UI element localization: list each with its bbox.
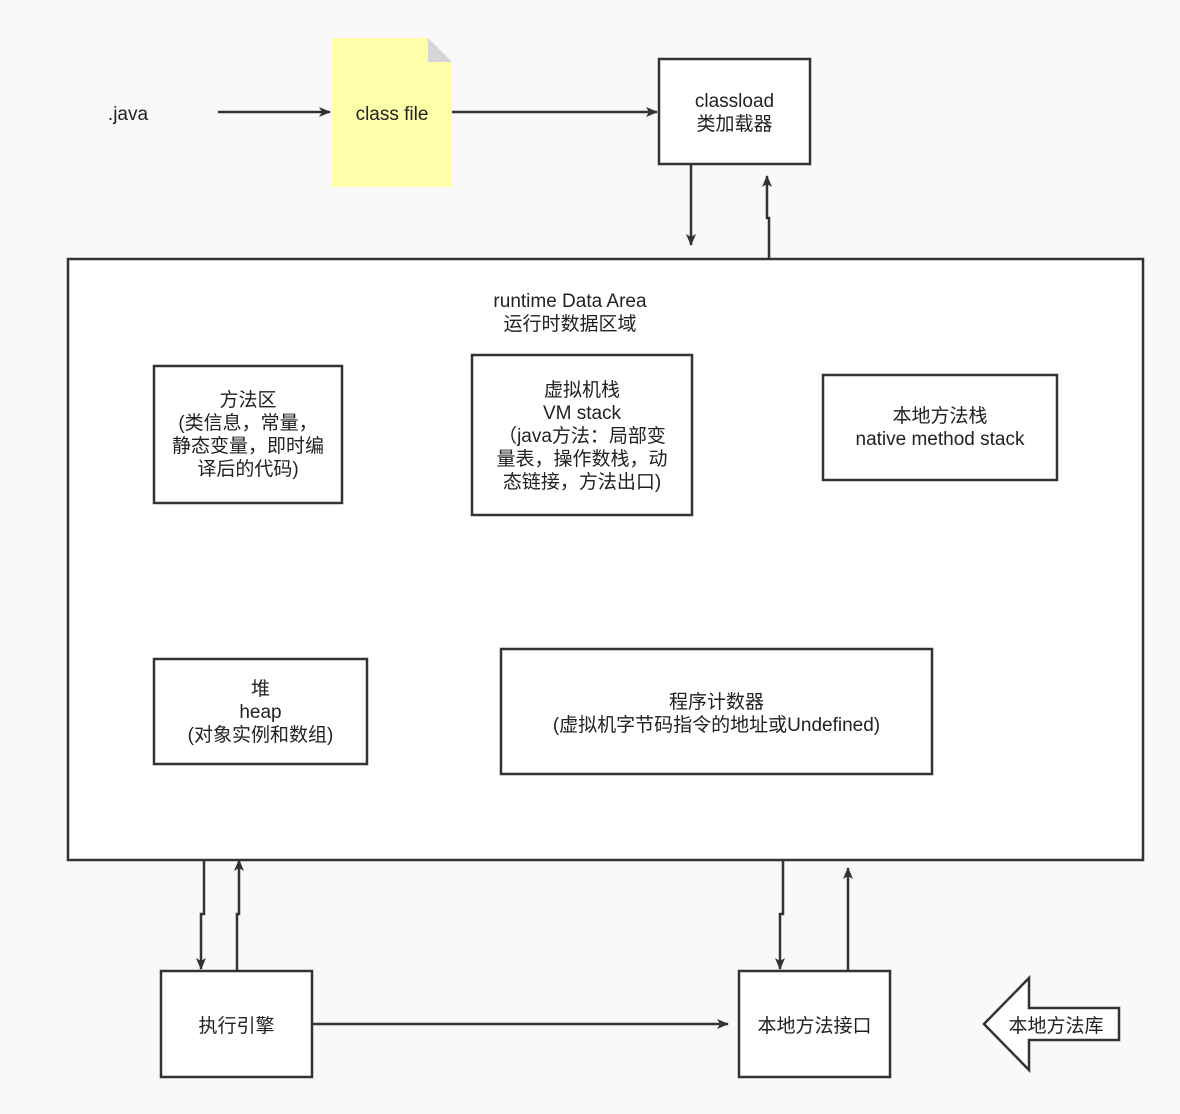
native-stack-line1: 本地方法栈 [892, 406, 988, 427]
execution-engine-text: 执行引擎 [198, 1015, 275, 1037]
pc-register-line1: 程序计数器 [668, 692, 764, 713]
method-area-body: (类信息，常量， 静态变量，即时编 译后的代码) [171, 413, 324, 480]
pc-register-box [499, 647, 934, 776]
class-file-note [332, 38, 452, 187]
native-method-stack-box [821, 373, 1059, 482]
native-stack-label: 本地方法栈 native method stack [823, 400, 1057, 456]
method-area-title: 方法区 [219, 390, 277, 411]
heap-line1: 堆 [250, 679, 270, 700]
native-interface-box [737, 969, 892, 1079]
pc-register-line2: (虚拟机字节码指令的地址或Undefined) [552, 715, 881, 736]
runtime-area-line1: runtime Data Area [493, 291, 647, 312]
java-source-text: .java [107, 103, 149, 125]
vm-stack-box [470, 353, 694, 517]
vm-stack-label: 虚拟机栈 VM stack （java方法：局部变 量表，操作数栈，动 态链接，… [472, 370, 692, 502]
arrow-engine-to-runtime [234, 859, 244, 970]
pc-register-label: 程序计数器 (虚拟机字节码指令的地址或Undefined) [501, 686, 932, 742]
native-interface-text: 本地方法接口 [757, 1015, 872, 1037]
vm-stack-body: （java方法：局部变 量表，操作数栈，动 态链接，方法出口) [496, 425, 668, 493]
classloader-box [657, 57, 812, 166]
arrow-runtime-to-native-interface [775, 861, 785, 970]
method-area-box [152, 364, 344, 505]
native-library-text: 本地方法库 [1008, 1015, 1104, 1037]
heap-line2: heap [239, 702, 282, 723]
native-interface-label: 本地方法接口 [739, 1010, 890, 1042]
vm-stack-subtitle: VM stack [542, 402, 622, 424]
native-library-arrow-shape [982, 974, 1121, 1074]
native-stack-line2: native method stack [855, 429, 1025, 450]
classloader-label: classload 类加载器 [659, 85, 810, 141]
class-file-text: class file [355, 103, 429, 125]
execution-engine-box [159, 969, 314, 1079]
class-file-label: class file [332, 95, 452, 133]
heap-box [152, 657, 369, 766]
java-source-label: .java [90, 100, 166, 128]
classloader-line2: 类加载器 [696, 114, 773, 135]
native-library-label: 本地方法库 [996, 1010, 1116, 1042]
execution-engine-label: 执行引擎 [161, 1010, 312, 1042]
runtime-area-label: runtime Data Area 运行时数据区域 [420, 285, 720, 341]
arrow-runtime-to-engine [196, 861, 206, 970]
runtime-area-line2: 运行时数据区域 [503, 314, 637, 335]
vm-stack-title: 虚拟机栈 [543, 379, 620, 401]
heap-line3: (对象实例和数组) [187, 725, 334, 746]
classloader-line1: classload [694, 91, 775, 112]
heap-label: 堆 heap (对象实例和数组) [154, 675, 367, 750]
arrow-runtime-to-classloader [762, 175, 772, 258]
method-area-label: 方法区 (类信息，常量， 静态变量，即时编 译后的代码) [154, 380, 342, 490]
